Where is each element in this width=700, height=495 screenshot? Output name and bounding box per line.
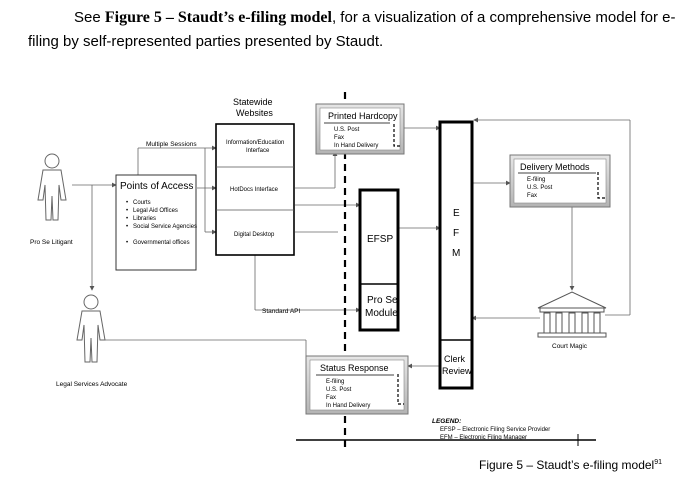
intro-rest: , for a visualization of a comprehensive… [28,9,676,50]
intro-paragraph: See Figure 5 – Staudt’s e-filing model, … [28,6,678,54]
poa-bullet-1: • [126,200,128,206]
statewide-websites-box: Information/Education Interface HotDocs … [215,123,295,256]
efm-letter-e: E [453,208,460,219]
clerk-review-line2: Review [442,366,472,376]
efm-letter-f: F [453,228,459,239]
delivery-methods-title: Delivery Methods [520,162,590,172]
pro-se-litigant-label: Pro Se Litigant [30,239,73,246]
poa-bullet-3: • [126,216,128,222]
status-in-hand: In Hand Delivery [326,403,370,409]
websites-info-education-line1: Information/Education [226,140,284,146]
figure-caption: Figure 5 – Staudt’s e-filing model91 [479,458,662,472]
clerk-review-line1: Clerk [444,354,466,364]
legend-efsp: EFSP – Electronic Filing Service Provide… [440,427,550,433]
hardcopy-in-hand: In Hand Delivery [334,143,378,149]
points-of-access-box: Points of Access • Courts • Legal Aid Of… [115,174,197,271]
poa-bullet-4: • [126,224,128,230]
poa-bullet-2: • [126,208,128,214]
efm-clerk-review-box: E F M Clerk Review [438,120,474,390]
efm-letter-m: M [452,248,460,259]
poa-item-social-service-text: Social Service Agencies [133,224,197,230]
statewide-websites-title-line2: Websites [236,108,273,118]
poa-item-libraries: Libraries [133,216,156,222]
poa-item-courts: Courts [133,200,151,206]
pro-se-module-line2: Module [365,308,398,319]
poa-item-governmental: Governmental offices [133,240,190,246]
websites-info-education-line2: Interface [246,148,270,154]
delivery-methods-box: Delivery Methods E-filing U.S. Post Fax [509,154,611,208]
court-magic-label: Court Magic [552,343,588,350]
status-response-box: Status Response E-filing U.S. Post Fax I… [305,355,409,415]
legend-efm: EFM – Electronic Filing Manager [440,435,527,441]
status-response-title: Status Response [320,363,389,373]
intro-lead: See [74,9,105,26]
multiple-sessions-label: Multiple Sessions [146,141,197,148]
websites-digital-desktop: Digital Desktop [234,232,275,238]
delivery-efiling: E-filing [527,177,545,183]
court-building-icon [537,291,607,338]
websites-hotdocs-interface: HotDocs Interface [230,187,279,193]
legal-services-advocate-label: Legal Services Advocate [56,381,128,388]
delivery-fax: Fax [527,193,537,199]
legal-services-advocate-icon [76,294,106,363]
status-fax: Fax [326,395,336,401]
poa-bullet-5: • [126,240,128,246]
printed-hardcopy-title: Printed Hardcopy [328,111,398,121]
hardcopy-us-post: U.S. Post [334,127,360,133]
pro-se-litigant-icon [37,153,67,221]
poa-item-social-service: Social Service Agencies [133,224,197,230]
figure-footnote: 91 [654,459,663,466]
statewide-websites-title-line1: Statewide [233,97,273,107]
printed-hardcopy-box: Printed Hardcopy U.S. Post Fax In Hand D… [315,103,405,155]
delivery-us-post: U.S. Post [527,185,553,191]
legend-title: LEGEND: [432,418,461,425]
efsp-pro-se-module-box: EFSP Pro Se Module [358,188,400,332]
points-of-access-title: Points of Access [120,181,193,192]
figure-caption-text: Figure 5 – Staudt’s e-filing model [479,458,655,472]
hardcopy-fax: Fax [334,135,344,141]
efsp-label: EFSP [367,234,393,245]
standard-api-label: Standard API [262,308,300,315]
status-efiling: E-filing [326,379,344,385]
poa-item-legal-aid: Legal Aid Offices [133,208,178,214]
pro-se-module-line1: Pro Se [367,295,398,306]
status-us-post: U.S. Post [326,387,352,393]
intro-bold-reference: Figure 5 – Staudt’s e-filing model [104,9,332,26]
legend: LEGEND: EFSP – Electronic Filing Service… [432,418,550,441]
